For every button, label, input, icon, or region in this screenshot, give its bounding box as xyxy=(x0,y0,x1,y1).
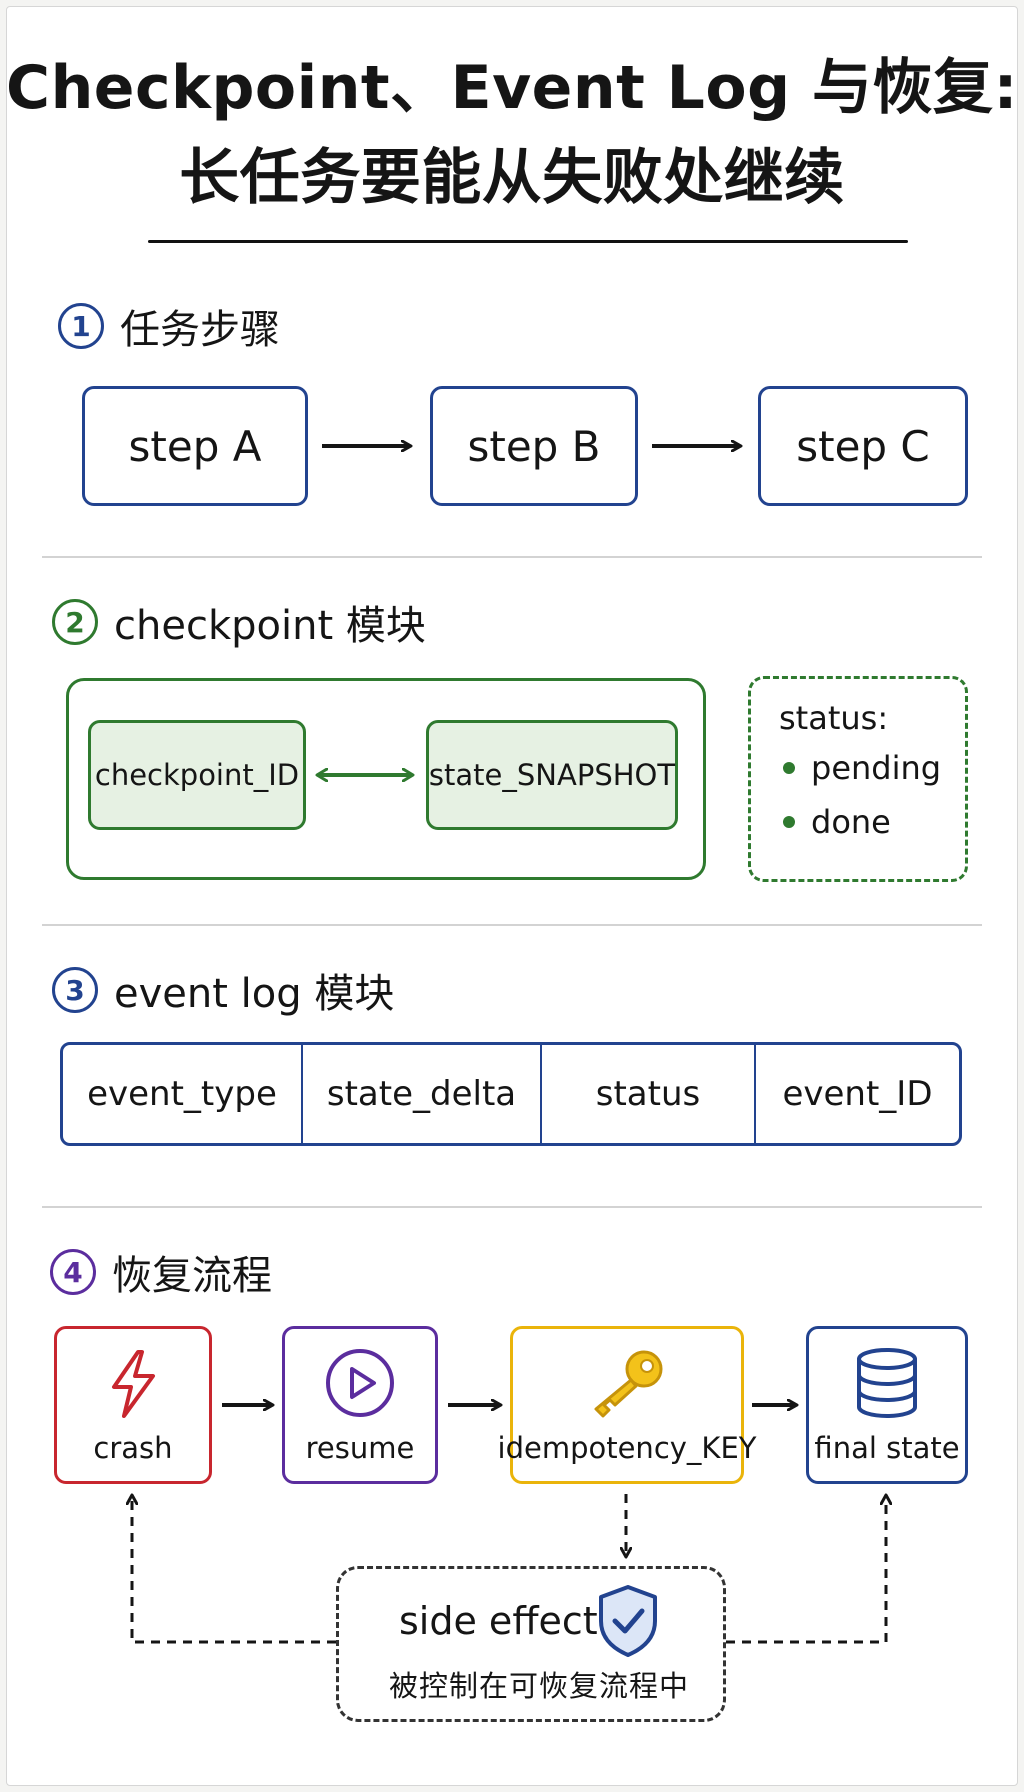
step-b-box: step B xyxy=(430,386,638,506)
section-3-number: 3 xyxy=(52,967,98,1013)
section-1-title: 任务步骤 xyxy=(120,307,280,353)
diagram-page xyxy=(6,6,1018,1786)
checkpoint-id-chip: checkpoint_ID xyxy=(88,720,306,830)
play-icon xyxy=(326,1349,394,1417)
resume-node: resume xyxy=(282,1326,438,1484)
status-item-pending: pending xyxy=(783,749,965,787)
section-1-number: 1 xyxy=(58,303,104,349)
side-effect-box: side effect 被控制在可恢复流程中 xyxy=(336,1566,726,1722)
event-log-column-state-delta: state_delta xyxy=(303,1045,542,1143)
event-log-column-status: status xyxy=(542,1045,756,1143)
side-effect-title: side effect xyxy=(399,1599,598,1643)
section-3-header: 3 event log 模块 xyxy=(52,960,394,1020)
step-a-box: step A xyxy=(82,386,308,506)
section-4-header: 4 恢复流程 xyxy=(50,1242,272,1302)
section-2-header: 2 checkpoint 模块 xyxy=(52,592,426,652)
title-underline xyxy=(148,240,908,243)
side-effect-subtitle: 被控制在可恢复流程中 xyxy=(389,1669,690,1703)
resume-label: resume xyxy=(305,1431,415,1465)
idempotency-key-node: idempotency_KEY xyxy=(498,1326,756,1484)
key-icon xyxy=(594,1350,663,1418)
bullet-dot xyxy=(783,762,795,774)
section-4-title: 恢复流程 xyxy=(112,1253,272,1299)
event-log-table: event_type state_delta status event_ID xyxy=(60,1042,962,1146)
status-box: status: pending done xyxy=(748,676,968,882)
event-log-column-event-id: event_ID xyxy=(782,1074,933,1114)
crash-label: crash xyxy=(93,1431,173,1465)
status-item-done: done xyxy=(783,803,965,841)
status-item-label: pending xyxy=(811,749,942,787)
status-item-label: done xyxy=(811,803,891,841)
idempotency-key-label: idempotency_KEY xyxy=(497,1431,757,1465)
final-state-label: final state xyxy=(814,1431,960,1465)
lightning-icon xyxy=(112,1350,155,1418)
divider-2 xyxy=(42,924,982,926)
section-3-title: event log 模块 xyxy=(114,971,395,1017)
divider-3 xyxy=(42,1206,982,1208)
shield-check-icon xyxy=(599,1585,657,1657)
section-1-header: 1 任务步骤 xyxy=(58,296,280,356)
section-2-number: 2 xyxy=(52,599,98,645)
section-2-title: checkpoint 模块 xyxy=(114,603,426,649)
step-c-box: step C xyxy=(758,386,968,506)
crash-node: crash xyxy=(54,1326,212,1484)
divider-1 xyxy=(42,556,982,558)
bullet-dot xyxy=(783,816,795,828)
final-state-node: final state xyxy=(806,1326,968,1484)
section-4-number: 4 xyxy=(50,1249,96,1295)
event-log-column-event-type: event_type xyxy=(63,1045,303,1143)
title-line-2: 长任务要能从失败处继续 xyxy=(179,143,845,213)
database-icon xyxy=(857,1348,917,1418)
state-snapshot-chip: state_SNAPSHOT xyxy=(426,720,678,830)
title-line-1: Checkpoint、Event Log 与恢复: xyxy=(6,53,1018,123)
status-label: status: xyxy=(779,699,889,737)
